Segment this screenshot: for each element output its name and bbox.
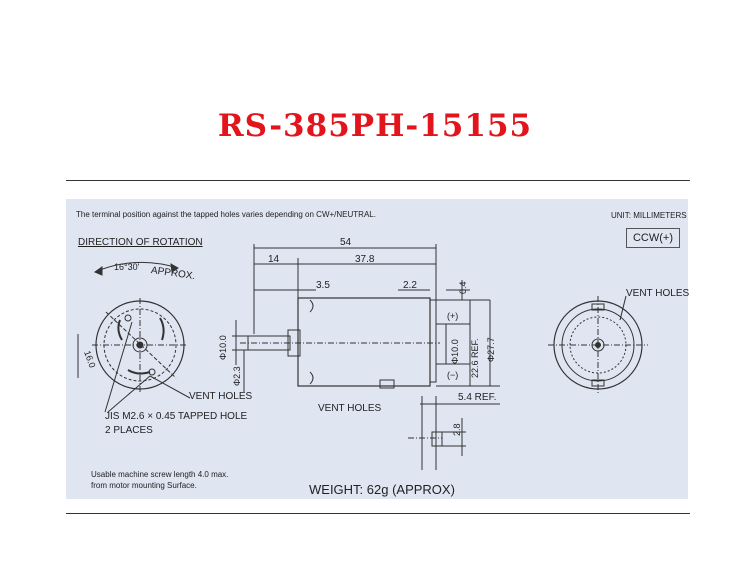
right-end-view xyxy=(548,295,648,394)
dim-14: 14 xyxy=(268,254,280,265)
motor-side-view xyxy=(240,297,447,389)
dim-phi10-right: Φ10.0 xyxy=(450,339,460,364)
terminal-minus: (−) xyxy=(447,370,458,380)
weight-label: WEIGHT: 62g (APPROX) xyxy=(309,482,455,497)
vent-holes-right-label: VENT HOLES xyxy=(626,288,690,299)
terminal-plus: (+) xyxy=(447,311,458,321)
dim-22-6-ref: 22.6 REF. xyxy=(470,338,480,378)
drawing-panel xyxy=(66,199,688,499)
top-dimensions xyxy=(253,244,500,387)
screw-note-line1: Usable machine screw length 4.0 max. xyxy=(91,470,229,479)
tapped-hole-label: JIS M2.6 × 0.45 TAPPED HOLE xyxy=(105,411,248,422)
dim-phi10-left: Φ10.0 xyxy=(218,335,228,360)
terminal-detail xyxy=(408,396,500,470)
shaft-dimensions xyxy=(232,320,250,392)
bottom-divider xyxy=(66,513,690,514)
left-end-view xyxy=(92,261,191,413)
angle-label: 16°30' xyxy=(114,262,140,272)
dim-0-4: 0.4 xyxy=(458,281,468,294)
vent-holes-mid-label: VENT HOLES xyxy=(318,403,382,414)
dim-phi27-7: Φ27.7 xyxy=(486,337,496,362)
dim-2-2: 2.2 xyxy=(403,280,417,291)
screw-note-line2: from motor mounting Surface. xyxy=(91,481,197,490)
dim-16: 16.0 xyxy=(82,349,97,369)
dim-5-4-ref: 5.4 REF. xyxy=(458,392,496,403)
dim-2-8: 2.8 xyxy=(452,423,462,436)
vent-holes-left-label: VENT HOLES xyxy=(189,391,253,402)
dim-phi2-3: Φ2.3 xyxy=(232,366,242,386)
dim-overall: 54 xyxy=(340,237,352,248)
rotation-direction-box: CCW(+) xyxy=(626,228,680,248)
dim-3-5: 3.5 xyxy=(316,280,330,291)
top-divider xyxy=(66,180,690,181)
page-title: RS-385PH-15155 xyxy=(217,108,533,144)
direction-label: DIRECTION OF ROTATION xyxy=(78,237,203,248)
two-places-label: 2 PLACES xyxy=(105,425,153,436)
unit-label: UNIT: MILLIMETERS xyxy=(611,211,687,220)
dim-37-8: 37.8 xyxy=(355,254,375,265)
terminal-note: The terminal position against the tapped… xyxy=(76,210,376,219)
